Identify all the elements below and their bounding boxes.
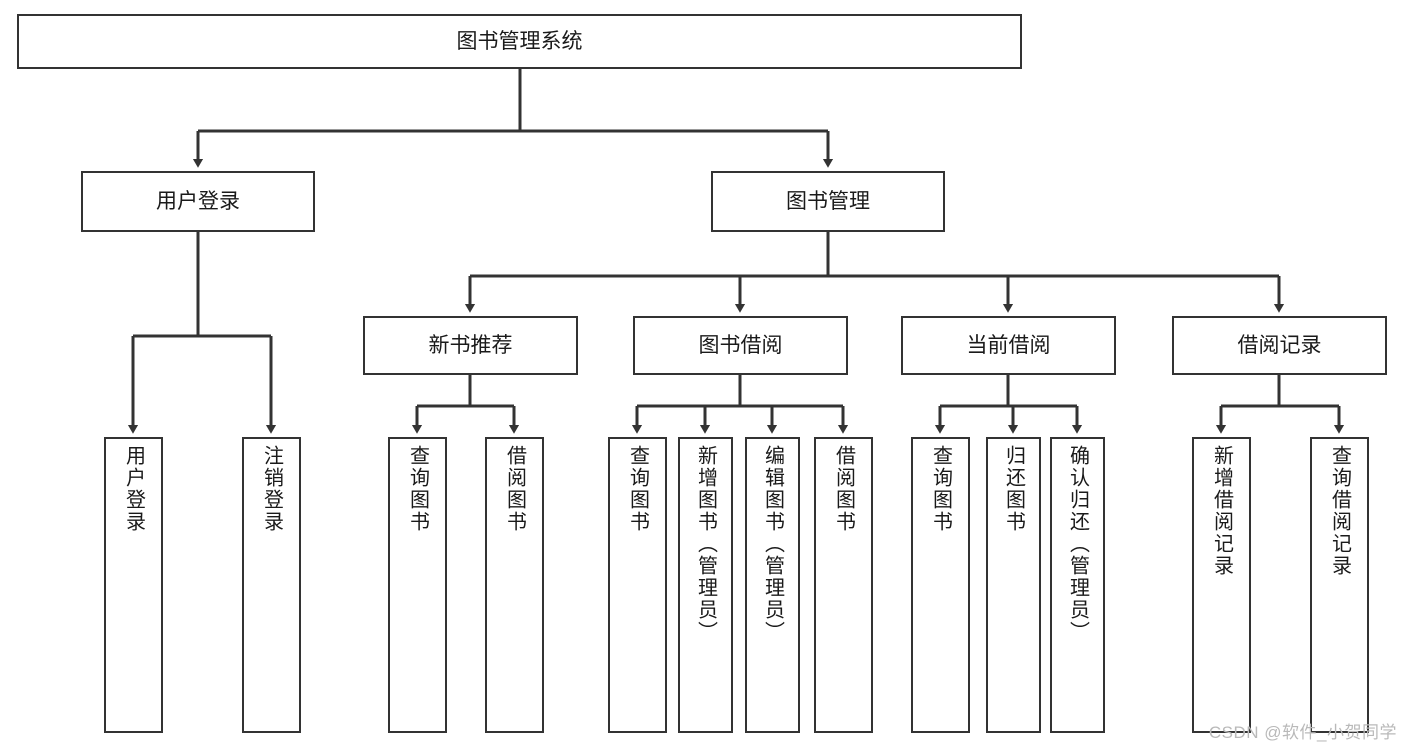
node-leaf-query-book-rec[interactable]: 查询图书 <box>388 437 447 733</box>
node-user-login[interactable]: 用户登录 <box>81 171 315 232</box>
node-label: 借阅图书 <box>503 445 526 533</box>
node-leaf-logout-login[interactable]: 注销登录 <box>242 437 301 733</box>
node-leaf-user-login[interactable]: 用户登录 <box>104 437 163 733</box>
node-label: 确认归还（管理员） <box>1066 445 1089 643</box>
node-label: 查询借阅记录 <box>1328 445 1351 577</box>
node-label: 新增借阅记录 <box>1210 445 1233 577</box>
node-label: 用户登录 <box>156 189 240 213</box>
node-label: 借阅图书 <box>832 445 855 533</box>
node-label: 归还图书 <box>1002 445 1025 533</box>
node-label: 查询图书 <box>929 445 952 533</box>
node-label: 新书推荐 <box>428 333 513 357</box>
node-label: 借阅记录 <box>1237 333 1322 357</box>
node-leaf-borrow-book-brw[interactable]: 借阅图书 <box>814 437 873 733</box>
node-leaf-add-borrow-rec[interactable]: 新增借阅记录 <box>1192 437 1251 733</box>
node-label: 新增图书（管理员） <box>694 445 717 643</box>
node-leaf-confirm-return[interactable]: 确认归还（管理员） <box>1050 437 1105 733</box>
node-label: 查询图书 <box>626 445 649 533</box>
node-leaf-return-book[interactable]: 归还图书 <box>986 437 1041 733</box>
node-label: 图书管理 <box>786 189 870 213</box>
node-leaf-query-book-brw[interactable]: 查询图书 <box>608 437 667 733</box>
node-root[interactable]: 图书管理系统 <box>17 14 1022 69</box>
node-leaf-edit-book-admin[interactable]: 编辑图书（管理员） <box>745 437 800 733</box>
node-leaf-borrow-book-rec[interactable]: 借阅图书 <box>485 437 544 733</box>
node-label: 用户登录 <box>122 445 145 533</box>
node-book-borrow[interactable]: 图书借阅 <box>633 316 848 375</box>
node-label: 编辑图书（管理员） <box>761 445 784 643</box>
node-label: 注销登录 <box>260 445 283 533</box>
node-leaf-query-borrow-rec[interactable]: 查询借阅记录 <box>1310 437 1369 733</box>
node-leaf-query-book-cur[interactable]: 查询图书 <box>911 437 970 733</box>
node-label: 图书借阅 <box>698 333 783 357</box>
node-label: 查询图书 <box>406 445 429 533</box>
node-new-book-recommend[interactable]: 新书推荐 <box>363 316 578 375</box>
node-label: 图书管理系统 <box>456 29 583 53</box>
node-label: 当前借阅 <box>966 333 1051 357</box>
csdn-watermark: CSDN @软件_小贺同学 <box>1208 723 1397 742</box>
node-current-borrow[interactable]: 当前借阅 <box>901 316 1116 375</box>
node-book-management[interactable]: 图书管理 <box>711 171 945 232</box>
node-leaf-add-book-admin[interactable]: 新增图书（管理员） <box>678 437 733 733</box>
node-borrow-record[interactable]: 借阅记录 <box>1172 316 1387 375</box>
